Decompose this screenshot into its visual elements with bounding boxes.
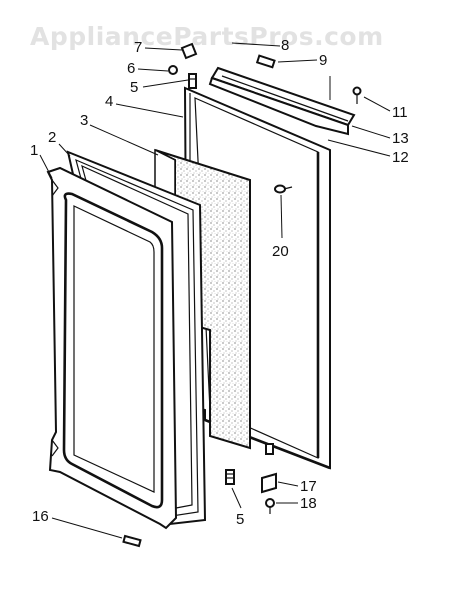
top-hinge-hardware — [168, 42, 198, 89]
callout-12: 12 — [392, 149, 409, 166]
screw-20 — [274, 184, 293, 194]
hinge-channel — [208, 66, 356, 136]
callout-5-bottom: 5 — [236, 511, 244, 528]
callout-labels: 1 2 3 4 5 5 6 7 8 9 11 12 13 16 17 18 20 — [30, 37, 409, 528]
callout-9: 9 — [319, 52, 327, 69]
callout-8: 8 — [281, 37, 289, 54]
callout-13: 13 — [392, 130, 409, 147]
bottom-hinge-bracket — [261, 443, 277, 494]
callout-3: 3 — [80, 112, 88, 129]
screw-11 — [352, 86, 362, 104]
bracket — [255, 54, 276, 69]
callout-1: 1 — [30, 142, 38, 159]
callout-2: 2 — [48, 129, 56, 146]
callout-6: 6 — [127, 60, 135, 77]
callout-4: 4 — [105, 93, 113, 110]
callout-18: 18 — [300, 495, 317, 512]
bottom-pivot-pin — [225, 469, 235, 485]
callout-7: 7 — [134, 39, 142, 56]
leader-lines — [39, 42, 391, 539]
callout-5-top: 5 — [130, 79, 138, 96]
callout-11: 11 — [392, 104, 408, 121]
callout-17: 17 — [300, 478, 317, 495]
callout-16: 16 — [32, 508, 49, 525]
outer-door — [46, 166, 178, 530]
screw-18 — [265, 498, 275, 514]
watermark: AppliancePartsPros.com — [30, 22, 384, 51]
screw-16 — [122, 534, 142, 548]
callout-20: 20 — [272, 243, 289, 260]
